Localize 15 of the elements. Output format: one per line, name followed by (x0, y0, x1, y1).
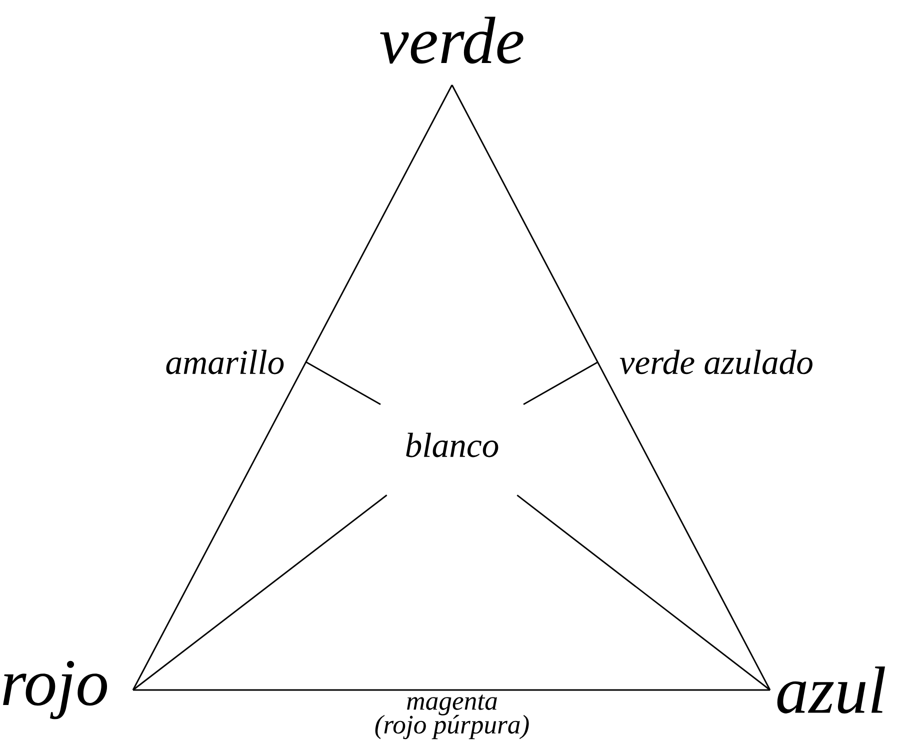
line (516, 494, 770, 691)
line (451, 84, 771, 690)
line (306, 361, 381, 405)
line (132, 494, 388, 691)
vertex-label: verde (380, 16, 524, 64)
text-label: magenta (407, 694, 497, 716)
center-label: blanco (406, 432, 498, 458)
side-label: verde azulado (620, 350, 812, 374)
line (132, 84, 453, 690)
text-label: (rojo púrpura) (375, 714, 529, 740)
side-label: amarillo (166, 350, 284, 374)
line (133, 689, 770, 691)
vertex-label: rojo (3, 660, 108, 720)
line (523, 361, 598, 405)
vertex-label: azul (777, 666, 885, 714)
